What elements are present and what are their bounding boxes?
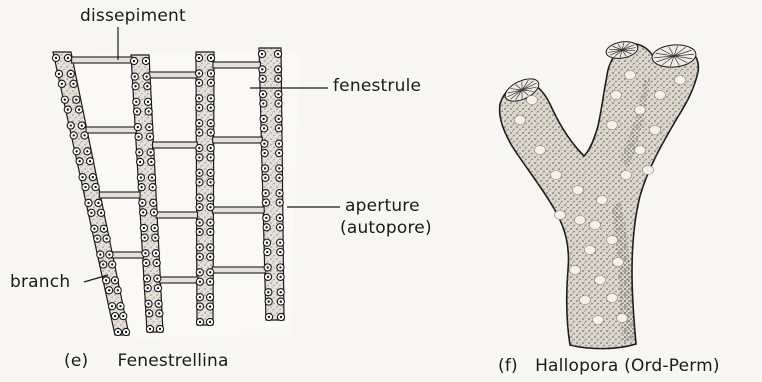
monticule: [625, 71, 636, 80]
caption-e: (e) Fenestrellina: [64, 353, 229, 370]
caption-e-name: Fenestrellina: [118, 351, 229, 371]
monticule: [635, 146, 646, 155]
monticule: [527, 96, 538, 105]
monticule: [585, 246, 596, 255]
dissepiment-bar: [72, 57, 133, 63]
dissepiment-bar: [159, 277, 197, 283]
caption-f-letter: (f): [498, 356, 518, 376]
monticule: [611, 91, 622, 100]
monticule: [597, 196, 608, 205]
dissepiment-bar: [212, 207, 264, 213]
caption-f-name: Hallopora (Ord-Perm): [535, 356, 720, 376]
monticule: [607, 236, 618, 245]
monticule: [555, 211, 566, 220]
dissepiment-bar: [213, 137, 263, 143]
monticule: [650, 126, 661, 135]
dissepiment-bar: [86, 127, 136, 133]
dissepiment-bar: [213, 62, 260, 68]
monticule: [590, 221, 601, 230]
monticule: [535, 146, 546, 155]
dissepiment-bar: [149, 72, 197, 78]
caption-e-letter: (e): [64, 351, 88, 371]
label-dissepiment: dissepiment: [80, 8, 186, 25]
monticule: [570, 266, 581, 275]
dissepiment-bar: [153, 142, 198, 148]
dissepiment-bar: [99, 192, 140, 198]
monticule: [575, 216, 586, 225]
label-branch: branch: [10, 274, 70, 291]
monticule: [515, 116, 526, 125]
dissepiment-bar: [112, 252, 144, 258]
monticule: [593, 316, 604, 325]
label-aperture: aperture: [345, 198, 420, 215]
monticule: [613, 258, 624, 267]
monticule: [655, 91, 666, 100]
fenestrellina-drawing: [52, 48, 300, 338]
label-fenestrule: fenestrule: [333, 78, 421, 95]
monticule: [635, 106, 646, 115]
monticule: [580, 296, 591, 305]
label-autopore: (autopore): [340, 220, 432, 237]
monticule: [607, 121, 618, 130]
dissepiment-bar: [156, 212, 198, 218]
monticule: [617, 314, 628, 323]
monticule: [607, 294, 618, 303]
monticule: [551, 171, 562, 180]
monticule: [643, 166, 654, 175]
monticule: [573, 186, 584, 195]
hallopora-drawing: [500, 39, 699, 348]
caption-f: (f) Hallopora (Ord-Perm): [498, 358, 720, 375]
monticule: [595, 276, 606, 285]
monticule: [675, 76, 686, 85]
monticule: [621, 171, 632, 180]
dissepiment-bar: [212, 267, 266, 273]
